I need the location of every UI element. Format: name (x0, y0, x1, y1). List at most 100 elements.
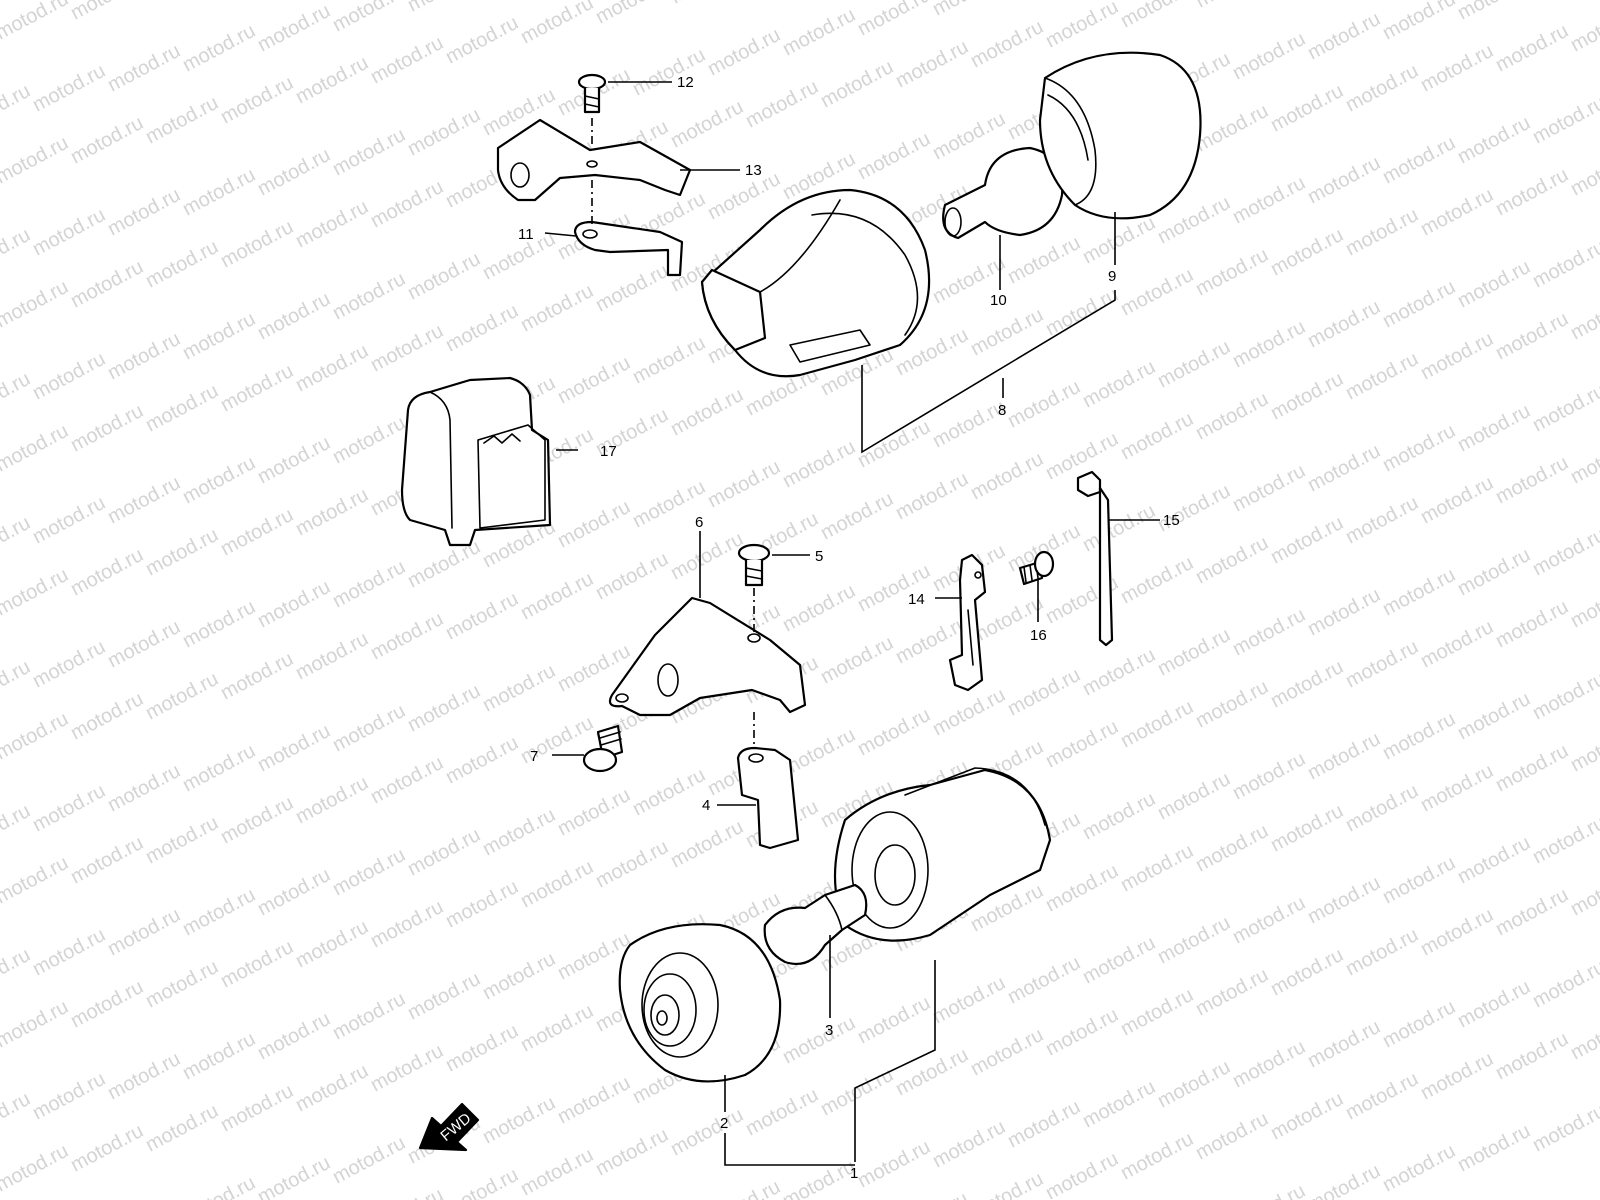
callout-6: 6 (695, 514, 703, 531)
watermark-text: motod.ru (1529, 1100, 1600, 1156)
watermark-text: motod.ru (1454, 1120, 1534, 1176)
watermark-text: motod.ru (854, 0, 934, 40)
watermark-text: motod.ru (67, 688, 147, 744)
watermark-text: motod.ru (104, 904, 184, 960)
watermark-text: motod.ru (1304, 296, 1384, 352)
watermark-text: motod.ru (967, 448, 1047, 504)
watermark-text: motod.ru (479, 804, 559, 860)
watermark-text: motod.ru (254, 0, 334, 56)
watermark-text: motod.ru (404, 536, 484, 592)
lead-wire-clamp[interactable] (948, 553, 987, 692)
lower-clamp[interactable] (736, 746, 800, 850)
watermark-text: motod.ru (967, 1024, 1047, 1080)
upper-clamp[interactable] (573, 220, 684, 277)
lower-screw[interactable] (737, 543, 771, 587)
watermark-text: motod.ru (1304, 584, 1384, 640)
watermark-text: motod.ru (667, 816, 747, 872)
watermark-text: motod.ru (479, 1092, 559, 1148)
watermark-text: motod.ru (1117, 408, 1197, 464)
mount-bolt[interactable] (582, 724, 624, 773)
watermark-text: motod.ru (254, 1152, 334, 1200)
watermark-text: motod.ru (29, 492, 109, 548)
watermark-text: motod.ru (329, 700, 409, 756)
front-turn-signal-housing[interactable] (833, 767, 1052, 942)
watermark-text: motod.ru (1079, 212, 1159, 268)
watermark-text: motod.ru (0, 224, 34, 280)
watermark-text: motod.ru (142, 524, 222, 580)
forward-direction-arrow: FWD (418, 1102, 480, 1152)
cable-tie[interactable] (1076, 470, 1114, 647)
flasher-relay[interactable] (400, 376, 552, 547)
watermark-text: motod.ru (1454, 400, 1534, 456)
watermark-text: motod.ru (1567, 288, 1600, 344)
watermark-text: motod.ru (179, 740, 259, 796)
watermark-text: motod.ru (517, 1144, 597, 1200)
watermark-text: motod.ru (479, 948, 559, 1004)
watermark-text: motod.ru (1229, 748, 1309, 804)
watermark-text: motod.ru (554, 1072, 634, 1128)
watermark-text: motod.ru (1379, 132, 1459, 188)
watermark-text: motod.ru (0, 656, 34, 712)
watermark-text: motod.ru (367, 896, 447, 952)
callout-9: 9 (1108, 268, 1116, 285)
rear-bulb[interactable] (942, 146, 1064, 240)
watermark-text: motod.ru (1529, 524, 1600, 580)
watermark-text: motod.ru (1229, 172, 1309, 228)
watermark-text: motod.ru (67, 0, 147, 24)
watermark-text: motod.ru (1004, 376, 1084, 432)
watermark-text: motod.ru (517, 856, 597, 912)
watermark-text: motod.ru (779, 580, 859, 636)
watermark-text: motod.ru (1304, 872, 1384, 928)
watermark-text: motod.ru (0, 996, 72, 1052)
watermark-text: motod.ru (1379, 996, 1459, 1052)
small-screw[interactable] (1018, 550, 1055, 586)
watermark-text: motod.ru (442, 732, 522, 788)
watermark-text: motod.ru (29, 204, 109, 260)
watermark-text: motod.ru (704, 456, 784, 512)
watermark-text: motod.ru (1004, 952, 1084, 1008)
front-bulb[interactable] (763, 883, 868, 966)
watermark-text: motod.ru (1004, 232, 1084, 288)
watermark-text: motod.ru (1079, 356, 1159, 412)
watermark-text: motod.ru (179, 164, 259, 220)
watermark-text: motod.ru (0, 564, 72, 620)
watermark-text: motod.ru (1567, 0, 1600, 56)
watermark-text: motod.ru (29, 60, 109, 116)
watermark-text: motod.ru (1417, 616, 1497, 672)
callout-16: 16 (1030, 627, 1047, 644)
watermark-text: motod.ru (404, 248, 484, 304)
callout-12: 12 (677, 74, 694, 91)
watermark-text: motod.ru (1192, 676, 1272, 732)
watermark-text: motod.ru (442, 588, 522, 644)
watermark-text: motod.ru (967, 1168, 1047, 1200)
front-lens[interactable] (618, 923, 782, 1083)
rear-lens[interactable] (1038, 51, 1202, 220)
watermark-text: motod.ru (554, 784, 634, 840)
watermark-text: motod.ru (1079, 932, 1159, 988)
watermark-text: motod.ru (592, 548, 672, 604)
watermark-text: motod.ru (929, 684, 1009, 740)
watermark-text: motod.ru (292, 340, 372, 396)
watermark-text: motod.ru (1304, 1016, 1384, 1072)
watermark-text: motod.ru (67, 1120, 147, 1176)
watermark-text: motod.ru (217, 216, 297, 272)
watermark-text: motod.ru (1379, 0, 1459, 44)
watermark-text: motod.ru (892, 1044, 972, 1100)
watermark-text: motod.ru (1304, 1160, 1384, 1200)
watermark-text: motod.ru (1154, 336, 1234, 392)
watermark-text: motod.ru (1267, 1088, 1347, 1144)
upper-mount-bracket[interactable] (496, 118, 692, 202)
watermark-text: motod.ru (0, 1088, 34, 1144)
upper-screw[interactable] (577, 73, 607, 114)
lower-mount-bracket[interactable] (608, 596, 807, 717)
watermark-text: motod.ru (292, 484, 372, 540)
watermark-text: motod.ru (1492, 308, 1572, 364)
watermark-text: motod.ru (1492, 884, 1572, 940)
watermark-text: motod.ru (1342, 780, 1422, 836)
watermark-text: motod.ru (329, 988, 409, 1044)
watermark-text: motod.ru (929, 1116, 1009, 1172)
rear-turn-signal-housing[interactable] (700, 188, 931, 378)
watermark-text: motod.ru (1117, 840, 1197, 896)
